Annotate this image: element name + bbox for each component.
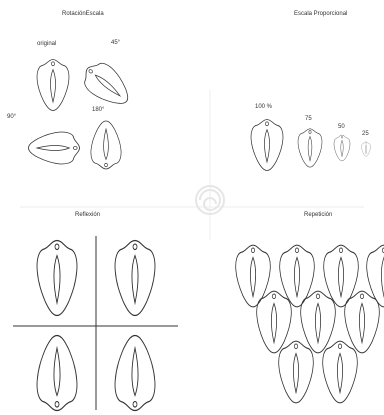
shape-original bbox=[37, 60, 69, 111]
repeated-shape bbox=[236, 245, 271, 307]
label-90-degrees: 90° bbox=[7, 114, 16, 120]
proportional-scale-title: Escala Proporcional bbox=[294, 11, 347, 17]
reflected-shape-top-right bbox=[115, 241, 155, 316]
label-100-percent: 100 % bbox=[255, 104, 272, 110]
shape-scale-100 bbox=[251, 120, 283, 171]
reflection-quadrant bbox=[13, 236, 178, 411]
reflected-shape-bottom-right bbox=[115, 336, 155, 411]
repetition-title: Repetición bbox=[304, 212, 332, 218]
repeated-shape bbox=[323, 341, 358, 403]
shape-rotated-180 bbox=[91, 121, 121, 169]
repetition-quadrant bbox=[236, 245, 384, 403]
repeated-shape bbox=[257, 291, 292, 353]
repeated-shape bbox=[301, 291, 336, 353]
label-45-degrees: 45° bbox=[111, 40, 120, 46]
proportional-scale-quadrant bbox=[251, 120, 370, 171]
label-original: original bbox=[37, 41, 56, 47]
shape-scale-75 bbox=[298, 129, 322, 167]
shape-rotated-90 bbox=[29, 132, 80, 164]
repeated-shape bbox=[345, 291, 380, 353]
label-25: 25 bbox=[362, 131, 369, 137]
shape-scale-50 bbox=[334, 135, 350, 161]
rotation-quadrant bbox=[29, 56, 137, 169]
label-75: 75 bbox=[305, 116, 312, 122]
reflected-shape-top-left bbox=[37, 241, 77, 316]
label-180-degrees: 180° bbox=[92, 107, 104, 113]
reflected-shape-bottom-left bbox=[37, 336, 77, 411]
rotation-title: RotaciónEscala bbox=[62, 11, 104, 17]
shape-scale-25 bbox=[362, 142, 371, 156]
repeated-shape bbox=[279, 341, 314, 403]
shape-rotated-45 bbox=[77, 56, 137, 113]
repeated-shape bbox=[367, 245, 384, 307]
label-50: 50 bbox=[338, 124, 345, 130]
reflection-title: Reflexión bbox=[75, 212, 100, 218]
